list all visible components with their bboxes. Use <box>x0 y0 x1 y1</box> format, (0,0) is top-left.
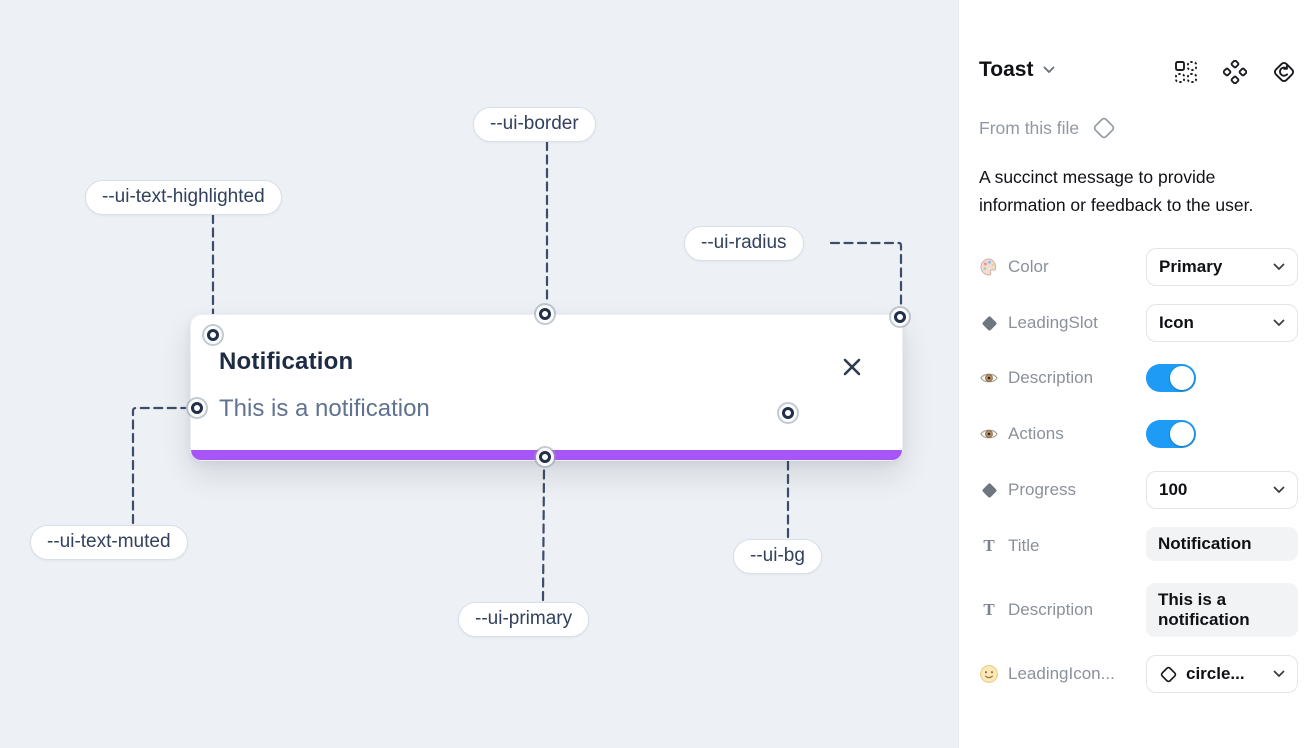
toast-description: This is a notification <box>219 395 430 422</box>
color-dropdown[interactable]: Primary <box>1146 248 1298 286</box>
wire-ui-text-muted <box>131 406 187 525</box>
annotation-ui-bg[interactable]: --ui-bg <box>733 539 822 574</box>
diamond-icon <box>979 480 999 500</box>
diamond-icon <box>979 313 999 333</box>
prop-label-title: T Title <box>979 527 1039 565</box>
diamond-outline-icon <box>1093 117 1115 139</box>
source-row: From this file <box>979 115 1117 141</box>
panel-header[interactable]: Toast <box>979 58 1055 82</box>
diamond-outline-icon <box>1160 666 1177 682</box>
smiley-icon <box>979 664 999 684</box>
eye-icon <box>979 424 999 444</box>
annotation-ui-text-muted[interactable]: --ui-text-muted <box>30 525 188 560</box>
chevron-down-icon <box>1273 670 1285 677</box>
text-icon: T <box>983 600 995 619</box>
chevron-down-icon <box>1044 66 1055 73</box>
chevron-down-icon <box>1273 263 1285 270</box>
eye-icon <box>979 368 999 388</box>
component-diamonds-icon[interactable] <box>1223 60 1247 84</box>
toggle-knob <box>1170 422 1194 446</box>
node-ui-text-highlighted[interactable] <box>207 329 219 341</box>
annotation-ui-primary[interactable]: --ui-primary <box>458 602 590 637</box>
insert-grid-icon[interactable] <box>1174 60 1198 84</box>
chevron-down-icon <box>1273 486 1285 493</box>
node-ui-bg[interactable] <box>782 407 794 419</box>
revert-diamond-icon[interactable] <box>1272 60 1296 84</box>
prop-label-leadingslot: LeadingSlot <box>979 304 1098 342</box>
prop-label-progress: Progress <box>979 471 1076 509</box>
prop-label-color: Color <box>979 248 1049 286</box>
x-close-icon <box>843 358 861 376</box>
source-label: From this file <box>979 117 1080 138</box>
prop-label-description: Description <box>979 359 1093 397</box>
toggle-knob <box>1170 366 1194 390</box>
leadingicon-dropdown[interactable]: circle... <box>1146 655 1298 693</box>
prop-label-description-text: T Description <box>979 591 1093 629</box>
node-ui-text-muted[interactable] <box>191 402 203 414</box>
palette-icon <box>979 257 999 277</box>
text-icon: T <box>983 536 995 555</box>
node-ui-border[interactable] <box>539 308 551 320</box>
node-ui-primary[interactable] <box>539 451 551 463</box>
prop-label-actions: Actions <box>979 415 1064 453</box>
node-ui-radius[interactable] <box>894 311 906 323</box>
design-canvas[interactable]: Notification This is a notification --ui… <box>0 0 958 748</box>
properties-panel: Toast <box>958 0 1312 748</box>
actions-toggle[interactable] <box>1146 420 1196 448</box>
chevron-down-icon <box>1273 319 1285 326</box>
component-name: Toast <box>979 58 1034 81</box>
toast-title: Notification <box>219 348 354 375</box>
description-field[interactable]: This is a notification <box>1146 583 1298 637</box>
title-field[interactable]: Notification <box>1146 527 1298 561</box>
prop-label-leadingicon: LeadingIcon... <box>979 655 1115 693</box>
annotation-connector-lines <box>131 140 903 602</box>
component-description: A succinct message to provide informatio… <box>979 167 1254 215</box>
toast-component[interactable]: Notification This is a notification <box>190 314 903 461</box>
annotation-ui-radius[interactable]: --ui-radius <box>684 226 804 261</box>
progress-dropdown[interactable]: 100 <box>1146 471 1298 509</box>
leadingslot-dropdown[interactable]: Icon <box>1146 304 1298 342</box>
annotation-ui-text-highlighted[interactable]: --ui-text-highlighted <box>85 180 282 215</box>
annotation-ui-border[interactable]: --ui-border <box>473 107 596 142</box>
toast-close-button[interactable] <box>840 355 864 379</box>
wire-ui-radius <box>829 241 903 308</box>
wire-ui-primary <box>541 466 546 602</box>
description-toggle[interactable] <box>1146 364 1196 392</box>
